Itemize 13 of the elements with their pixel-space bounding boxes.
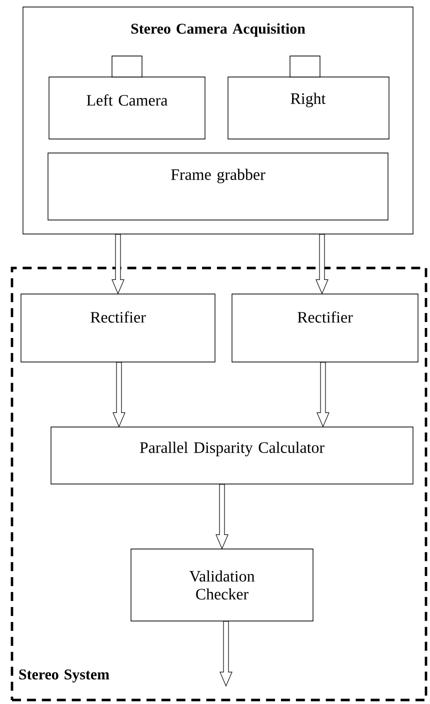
hollow-arrow bbox=[112, 362, 126, 428]
hollow-arrow bbox=[316, 362, 330, 428]
process-box: Parallel Disparity Calculator bbox=[50, 426, 414, 484]
process-box: Right bbox=[228, 76, 390, 140]
process-box: Frame grabber bbox=[48, 152, 388, 220]
process-box: Rectifier bbox=[20, 294, 216, 362]
hollow-arrow bbox=[316, 234, 328, 294]
hollow-arrow bbox=[220, 621, 232, 687]
process-box: Validation Checker bbox=[130, 548, 314, 622]
process-box: Left Camera bbox=[48, 76, 206, 140]
process-box: Rectifier bbox=[232, 294, 418, 362]
hollow-arrow bbox=[112, 234, 124, 294]
hollow-arrow bbox=[216, 484, 228, 550]
